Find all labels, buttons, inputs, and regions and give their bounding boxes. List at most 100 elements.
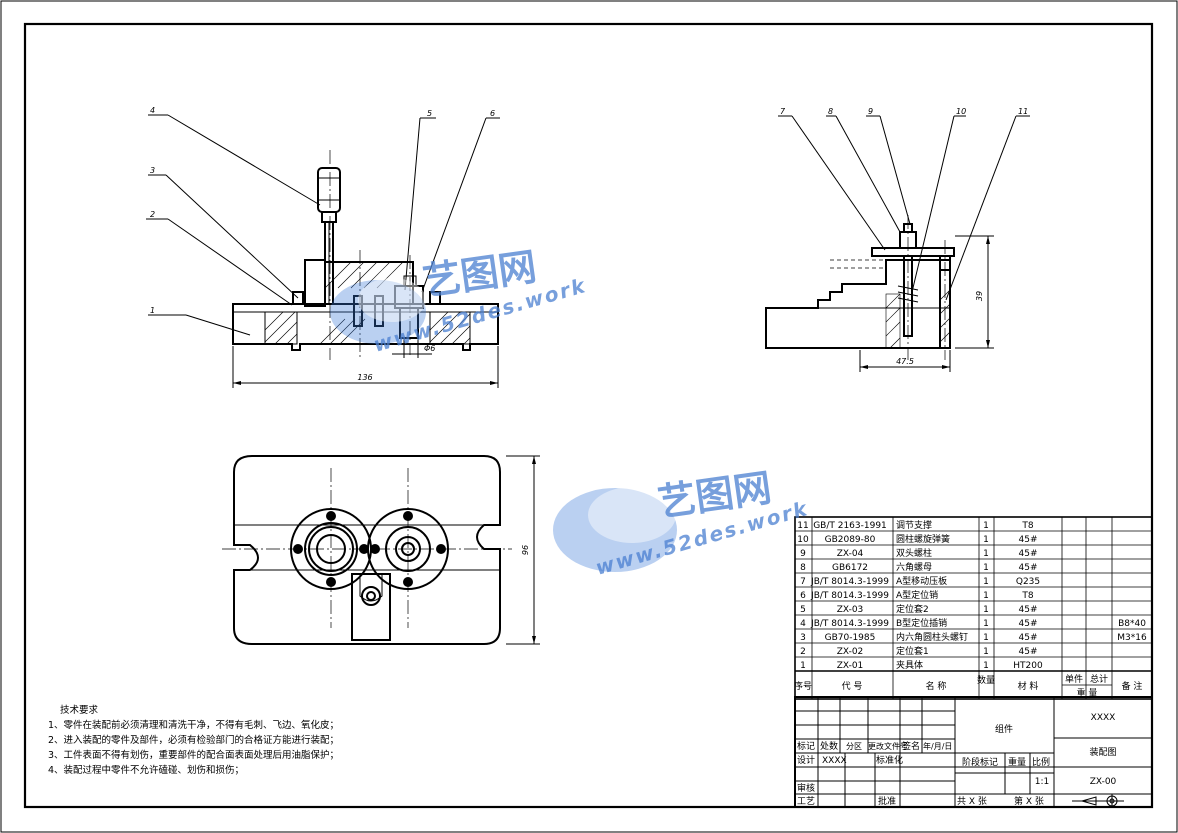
bom-cell-qty: 1: [983, 591, 989, 601]
leader-label-8: 8: [828, 107, 833, 116]
bom-cell-remark: M3*16: [1117, 633, 1147, 643]
front-width-dimension: 136: [357, 373, 372, 382]
bom-cell-name: A型移动压板: [896, 575, 947, 587]
projection-symbol-icon: [1072, 794, 1124, 808]
bom-cell-no: 11: [797, 521, 808, 531]
bom-header-total: 总计: [1090, 673, 1108, 685]
tb-process: 工艺: [797, 796, 815, 807]
tech-requirements: 技术要求 1、零件在装配前必须清理和清洗干净，不得有毛刺、飞边、氧化皮； 2、进…: [48, 704, 339, 776]
bom-cell-qty: 1: [983, 521, 989, 531]
watermark-middle: 艺图网 www.52des.work: [553, 465, 811, 580]
bom-cell-name: 内六角圆柱头螺钉: [896, 631, 968, 643]
top-plan-view: 96: [222, 455, 540, 645]
bom-cell-qty: 1: [983, 633, 989, 643]
tb-scale-label: 比例: [1032, 756, 1050, 768]
bom-cell-code: GB2089-80: [825, 535, 876, 545]
bom-cell-no: 9: [800, 549, 806, 559]
bom-cell-material: 45#: [1019, 619, 1038, 629]
front-small-dimension: Φ6: [424, 344, 435, 353]
tech-req-item-3: 3、工件表面不得有划伤，重要部件的配合面表面处理后用油脂保护；: [48, 749, 339, 761]
leader-label-4: 4: [150, 106, 155, 115]
bom-cell-no: 3: [800, 633, 806, 643]
bom-cell-material: HT200: [1013, 661, 1043, 671]
bom-header-material: 材 料: [1018, 680, 1039, 692]
bom-cell-code: GB70-1985: [825, 633, 876, 643]
bom-cell-material: 45#: [1019, 647, 1038, 657]
bom-cell-code: JB/T 8014.3-1999: [810, 577, 889, 587]
bom-cell-code: ZX-03: [837, 605, 864, 615]
tb-date: 年/月/日: [923, 741, 952, 751]
bom-cell-name: 双头螺柱: [896, 547, 932, 559]
side-section-view: 47.5 39: [765, 215, 994, 372]
tech-req-item-1: 1、零件在装配前必须清理和清洗干净，不得有毛刺、飞边、氧化皮；: [48, 719, 339, 731]
side-height-dimension: 39: [975, 291, 984, 301]
bom-cell-name: A型定位销: [896, 589, 938, 601]
bom-cell-name: 调节支撑: [896, 519, 932, 531]
bom-cell-remark: B8*40: [1118, 619, 1146, 629]
bom-cell-material: T8: [1021, 521, 1033, 531]
bom-cell-material: 45#: [1019, 633, 1038, 643]
tech-req-item-4: 4、装配过程中零件不允许磕碰、划伤和损伤；: [48, 764, 244, 776]
bom-cell-no: 1: [800, 661, 806, 671]
bom-cell-qty: 1: [983, 605, 989, 615]
tb-stage: 阶段标记: [962, 756, 998, 768]
tech-req-title: 技术要求: [60, 704, 99, 716]
tb-zone: 分区: [846, 742, 862, 751]
bom-cell-qty: 1: [983, 535, 989, 545]
tech-req-item-2: 2、进入装配的零件及部件，必须有检验部门的合格证方能进行装配；: [48, 734, 339, 746]
bom-cell-code: ZX-04: [837, 549, 864, 559]
bom-cell-material: 45#: [1019, 549, 1038, 559]
tb-count: 处数: [820, 740, 838, 752]
bom-cell-code: GB/T 2163-1991: [813, 521, 887, 531]
tb-mark: 标记: [797, 740, 815, 752]
front-section-view: 136 Φ6: [232, 150, 499, 388]
bom-cell-no: 5: [800, 605, 806, 615]
bom-header-no: 序号: [794, 680, 812, 692]
bom-cell-name: 六角螺母: [896, 561, 932, 573]
bom-cell-code: GB6172: [832, 563, 868, 573]
bom-cell-material: 45#: [1019, 535, 1038, 545]
bom-cell-name: B型定位插销: [896, 617, 947, 629]
bom-cell-no: 4: [800, 619, 806, 629]
top-height-dimension: 96: [521, 545, 530, 555]
leader-label-3: 3: [150, 166, 155, 175]
bom-cell-qty: 1: [983, 577, 989, 587]
bom-cell-qty: 1: [983, 563, 989, 573]
bom-header-unit: 单件: [1065, 673, 1083, 685]
tb-sign: 签名: [902, 740, 920, 752]
tb-change-doc: 更改文件号: [868, 741, 908, 751]
bom-header-code: 代 号: [842, 681, 863, 692]
front-leaders: [146, 114, 500, 336]
bom-cell-no: 2: [800, 647, 806, 657]
tb-designer: XXXX: [822, 756, 847, 766]
bom-cell-code: ZX-02: [837, 647, 864, 657]
bom-cell-no: 10: [797, 535, 809, 545]
tb-drawing-name: 装配图: [1089, 746, 1116, 758]
tb-weight: 重量: [1008, 756, 1026, 768]
leader-label-5: 5: [427, 109, 432, 118]
tb-company: XXXX: [1091, 713, 1116, 723]
tb-approve: 批准: [878, 795, 896, 807]
tb-scale: 1:1: [1035, 777, 1049, 787]
tb-check: 审核: [797, 782, 815, 794]
bom-cell-name: 夹具体: [896, 659, 923, 671]
bom-cell-name: 圆柱螺旋弹簧: [896, 533, 950, 545]
bom-cell-qty: 1: [983, 647, 989, 657]
bom-cell-code: JB/T 8014.3-1999: [810, 591, 889, 601]
bom-cell-material: 45#: [1019, 605, 1038, 615]
leader-label-7: 7: [780, 107, 786, 116]
tb-standardize: 标准化: [876, 754, 903, 766]
bom-cell-qty: 1: [983, 661, 989, 671]
leader-label-11: 11: [1018, 107, 1028, 116]
tb-part-type: 组件: [995, 723, 1013, 735]
leader-label-1: 1: [150, 306, 155, 315]
inner-frame: [23, 22, 1154, 809]
bom-header-remark: 备 注: [1122, 680, 1143, 692]
bom-cell-qty: 1: [983, 619, 989, 629]
leader-label-6: 6: [490, 109, 495, 118]
tb-drawing-no: ZX-00: [1090, 777, 1117, 787]
bom-header-name: 名 称: [926, 680, 947, 692]
